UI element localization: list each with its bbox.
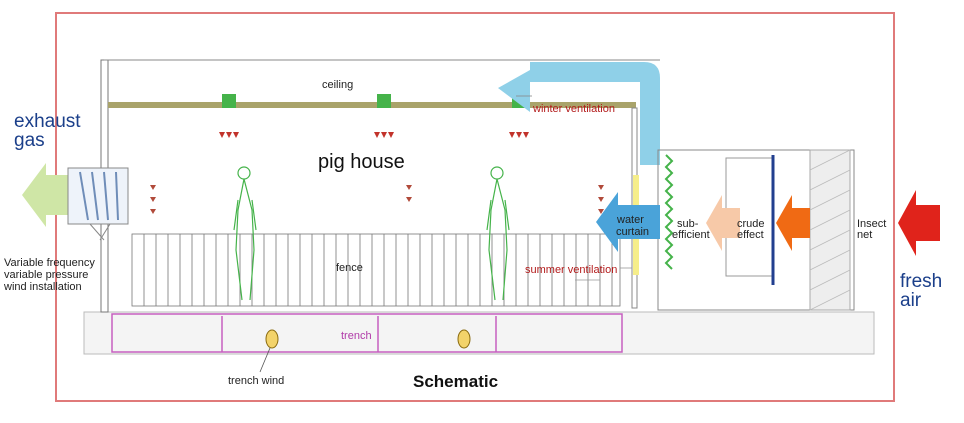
fan-icon <box>67 167 129 241</box>
fresh-air-arrow <box>898 190 940 256</box>
ceiling-beam <box>108 102 636 108</box>
exhaust-gas-label-line2: gas <box>14 130 45 151</box>
insect-net-label-line2: net <box>857 229 873 241</box>
trench-label: trench <box>341 330 372 342</box>
ceiling-label: ceiling <box>322 79 354 91</box>
fresh-air-label-line2: air <box>900 290 922 311</box>
exhaust-arrow <box>22 163 70 227</box>
winter-ventilation-label: winter ventilation <box>533 103 615 115</box>
fence <box>131 233 621 307</box>
sub-efficient-label-line2: efficient <box>672 229 710 241</box>
sub-efficient-arrow <box>706 195 740 251</box>
floor-slab <box>83 311 875 355</box>
winter-duct <box>530 62 660 165</box>
insect-net <box>809 149 851 311</box>
down-arrows-icon <box>150 185 604 214</box>
trench-vent-icon <box>457 329 471 349</box>
water-curtain-arrow <box>596 192 660 252</box>
pig-house-label: pig house <box>318 151 405 173</box>
down-arrows-icon <box>219 132 529 138</box>
trench-wind-leader <box>259 347 271 373</box>
water-curtain-label-line1: water <box>617 214 644 226</box>
crude-effect-label-line2: effect <box>737 229 764 241</box>
fresh-air-label-line1: fresh <box>900 271 943 292</box>
trench-wind-label: trench wind <box>228 375 285 387</box>
insect-net-hatch <box>809 149 851 311</box>
pig-figure-icon <box>233 166 510 301</box>
trench <box>111 313 623 353</box>
sub-efficient-label-line1: sub- <box>677 218 699 230</box>
summer-ventilation-label: summer ventilation <box>525 264 618 276</box>
winter-duct-arrowhead <box>498 70 530 112</box>
trench-vent-icon <box>265 329 279 349</box>
crude-effect-label-line1: crude <box>737 218 765 230</box>
crude-effect-arrow <box>776 195 810 251</box>
exhaust-gas-label-line1: exhaust <box>14 111 81 132</box>
fan-label-line2: variable pressure <box>4 269 89 281</box>
fence-label: fence <box>336 262 363 274</box>
sub-efficient-filter <box>664 154 674 270</box>
fan-label-line1: Variable frequency <box>4 257 95 269</box>
water-curtain-label-line2: curtain <box>616 226 650 238</box>
insect-net-label-line1: Insect <box>857 218 887 230</box>
fan-label-line3: wind installation <box>4 281 82 293</box>
schematic-title: Schematic <box>413 372 499 391</box>
